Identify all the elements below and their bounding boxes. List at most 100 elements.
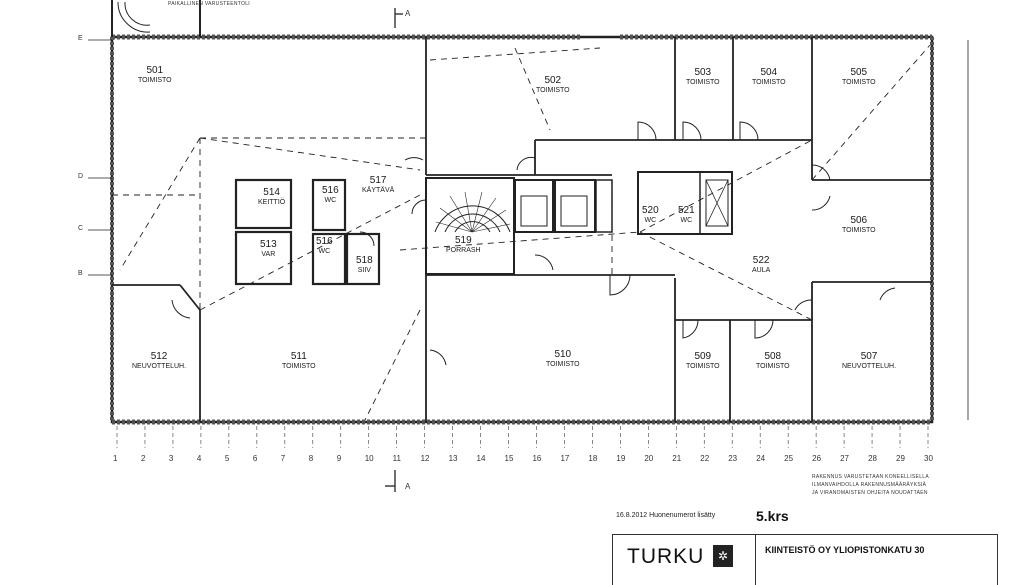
room-number: 512 [150,351,168,362]
grid-number: 9 [336,454,342,463]
grid-number: 11 [392,454,401,463]
room-number: 517 [369,175,387,186]
grid-number: 19 [616,454,626,463]
room-use: KÄYTÄVÄ [362,187,395,194]
grid-number: 6 [252,454,258,463]
grid-number: 23 [728,454,738,463]
room-number: 504 [760,67,778,78]
note-line-2: ILMANVAIHDOLLA RAKENNUSMÄÄRÄYKSIÄ [812,482,927,488]
room-use: TOIMISTO [282,363,316,370]
grid-number: 15 [504,454,514,463]
room-use: NEUVOTTELUH. [842,363,897,370]
note-local-equipment: PAIKALLINEN VARUSTEENTOLI [168,1,250,7]
room-number: 511 [290,351,307,362]
room-number: 514 [263,187,280,198]
room-use: NEUVOTTELUH. [132,363,187,370]
title-block: TURKU ✲ KIINTEISTÖ OY YLIOPISTONKATU 30 [612,534,998,585]
grid-number: 16 [532,454,542,463]
note-line-3: JA VIRANOMAISTEN OHJEITA NOUDATTAEN [812,490,928,496]
grid-number: 1 [113,454,118,463]
property-owner: KIINTEISTÖ OY YLIOPISTONKATU 30 [765,545,925,555]
grid-number: 5 [224,454,230,463]
section-mark-bottom: A [405,482,411,491]
note-line-1: RAKENNUS VARUSTETAAN KONEELLISELLA [812,474,929,480]
room-use: AULA [752,267,771,274]
room-use: PORRASH [446,247,481,254]
outer-wall [110,35,934,424]
revision-note: 16.8.2012 Huonenumerot lisätty [616,512,716,519]
room-use: VAR [261,251,276,258]
room-number: 516 [322,185,339,196]
room-use: KEITTIÖ [258,199,286,206]
grid-number: 4 [196,454,202,463]
room-number: 520 [642,205,659,216]
room-number: 513 [260,239,277,250]
grid-number: 13 [448,454,458,463]
row-mark-e: E [78,35,83,42]
room-number: 516 [316,236,333,247]
room-number: 522 [752,255,770,266]
floor-label: 5.krs [756,508,789,524]
room-number: 518 [356,255,373,266]
room-number: 503 [694,67,712,78]
room-number: 507 [860,351,878,362]
grid-number: 12 [420,454,430,463]
grid-number: 24 [756,454,766,463]
city-crest-icon: ✲ [713,545,733,567]
room-number: 508 [764,351,782,362]
grid-number: 27 [840,454,849,463]
room-use: TOIMISTO [686,79,720,86]
grid-number: 2 [140,454,146,463]
room-use: TOIMISTO [138,77,172,84]
grid-number: 28 [868,454,877,463]
room-use: SIIV [357,267,371,274]
grid-number: 10 [364,454,374,463]
room-number: 506 [850,215,868,226]
grid-number: 22 [700,454,710,463]
room-use: TOIMISTO [756,363,790,370]
grid-number: 26 [812,454,822,463]
grid-number: 25 [784,454,794,463]
room-use: TOIMISTO [842,79,876,86]
grid-number: 3 [168,454,174,463]
room-use: WC [680,217,693,224]
grid-number: 17 [560,454,570,463]
grid-number: 30 [924,454,933,463]
room-use: WC [318,248,331,255]
grid-number: 20 [644,454,654,463]
room-use: TOIMISTO [752,79,786,86]
room-number: 505 [850,67,868,78]
title-block-divider [755,535,756,585]
room-number: 510 [554,349,572,360]
room-number: 519 [454,235,472,246]
grid-number: 7 [280,454,286,463]
city-name: TURKU [627,545,705,568]
room-use: WC [644,217,657,224]
row-mark-b: B [78,270,83,277]
room-use: TOIMISTO [686,363,720,370]
room-number: 521 [678,205,695,216]
